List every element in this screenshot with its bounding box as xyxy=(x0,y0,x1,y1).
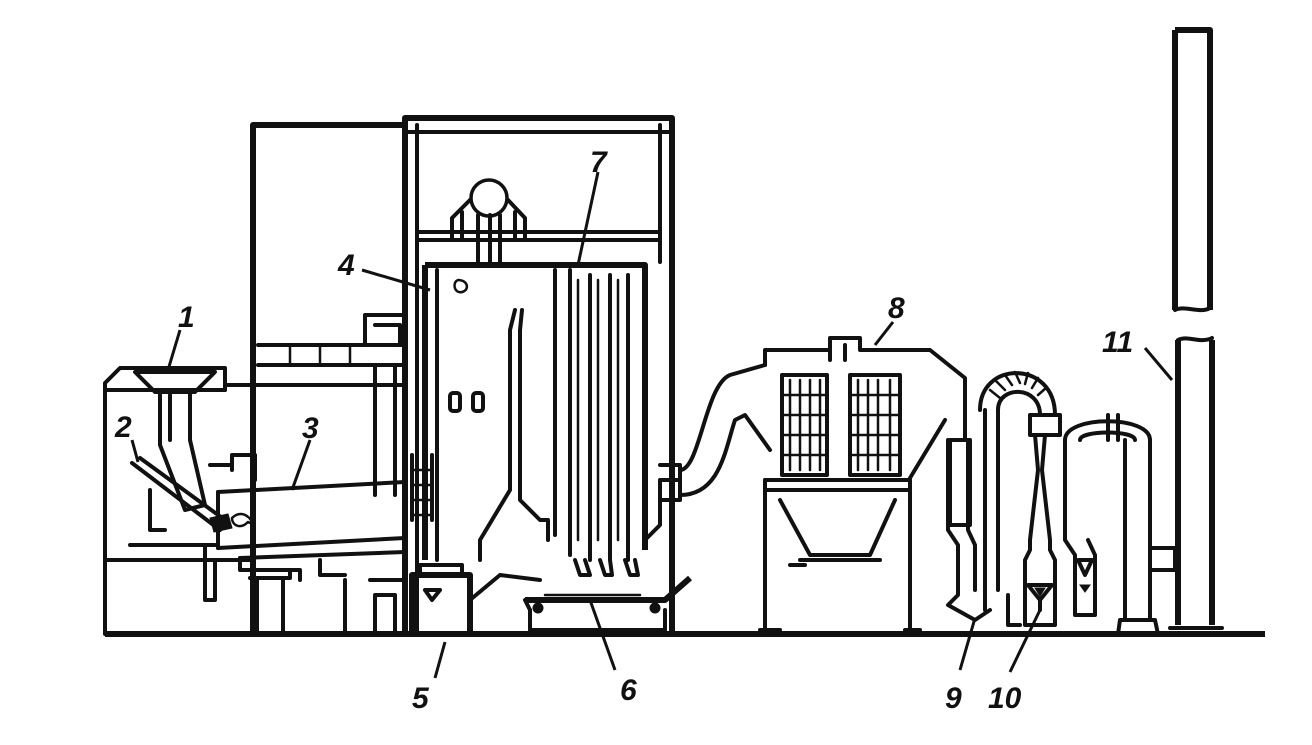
separator xyxy=(1023,433,1057,627)
label-8: 8 xyxy=(888,292,905,325)
ash-bunker xyxy=(409,563,542,634)
label-3: 3 xyxy=(302,412,319,445)
bag-filter xyxy=(758,336,967,636)
furnace-supports xyxy=(248,568,407,636)
label-5: 5 xyxy=(412,682,430,715)
feeder xyxy=(130,456,233,533)
feed-building xyxy=(103,366,252,636)
leader-lines xyxy=(130,171,1174,679)
rotary-furnace xyxy=(208,453,407,582)
flue-duct xyxy=(658,363,772,502)
label-4: 4 xyxy=(337,249,355,282)
second-tower xyxy=(1063,413,1177,636)
grate-conveyor xyxy=(523,575,692,632)
fuel-hopper xyxy=(133,370,217,512)
label-1: 1 xyxy=(178,301,195,334)
arch-duct xyxy=(978,370,1062,437)
label-9: 9 xyxy=(945,682,962,715)
label-11: 11 xyxy=(1102,326,1133,359)
chimney xyxy=(1168,27,1224,630)
boiler-building xyxy=(250,115,675,636)
filter-bags-right xyxy=(848,373,902,477)
label-7: 7 xyxy=(590,146,608,179)
scrubber xyxy=(946,408,1022,627)
filter-bags-left xyxy=(780,373,829,477)
label-6: 6 xyxy=(620,674,637,707)
boiler xyxy=(422,178,682,577)
boiler-ladder xyxy=(410,453,434,522)
label-2: 2 xyxy=(114,411,132,444)
label-10: 10 xyxy=(988,682,1022,715)
